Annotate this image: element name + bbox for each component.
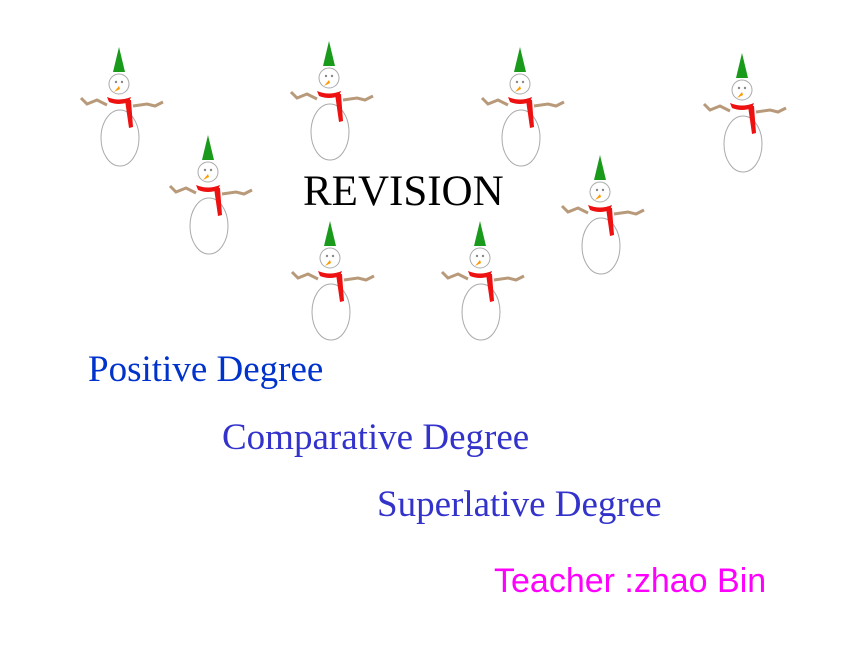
comparative-degree-label: Comparative Degree <box>222 417 530 458</box>
snowman-icon <box>168 135 253 255</box>
positive-degree-label: Positive Degree <box>88 349 324 390</box>
snowman-icon <box>702 53 787 173</box>
snowman-icon <box>480 47 565 167</box>
teacher-credit: Teacher :zhao Bin <box>494 562 767 600</box>
slide-title: REVISION <box>303 168 504 215</box>
snowman-icon <box>560 155 645 275</box>
snowman-icon <box>440 221 525 341</box>
superlative-degree-label: Superlative Degree <box>377 484 662 525</box>
snowman-icon <box>290 221 375 341</box>
snowman-icon <box>289 41 374 161</box>
snowman-icon <box>79 47 164 167</box>
